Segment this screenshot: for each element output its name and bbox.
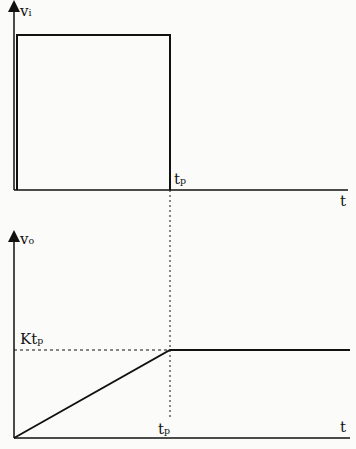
vi-axis [13, 6, 15, 190]
tp-guide [170, 190, 171, 420]
input-pulse [17, 35, 170, 190]
axis-label: t [340, 420, 346, 435]
axis-label: vᵢ [20, 4, 32, 19]
level-label: Ktₚ [20, 332, 43, 347]
t-axis-bottom [14, 437, 350, 439]
time-label: tₚ [174, 172, 186, 187]
axis-label: t [340, 194, 346, 209]
time-label: tₚ [158, 422, 170, 437]
t-axis-top [14, 189, 348, 191]
vo-axis [13, 236, 15, 438]
axis-label: vₒ [20, 232, 34, 247]
output-ramp [14, 350, 350, 438]
ktp-guide [14, 350, 170, 351]
